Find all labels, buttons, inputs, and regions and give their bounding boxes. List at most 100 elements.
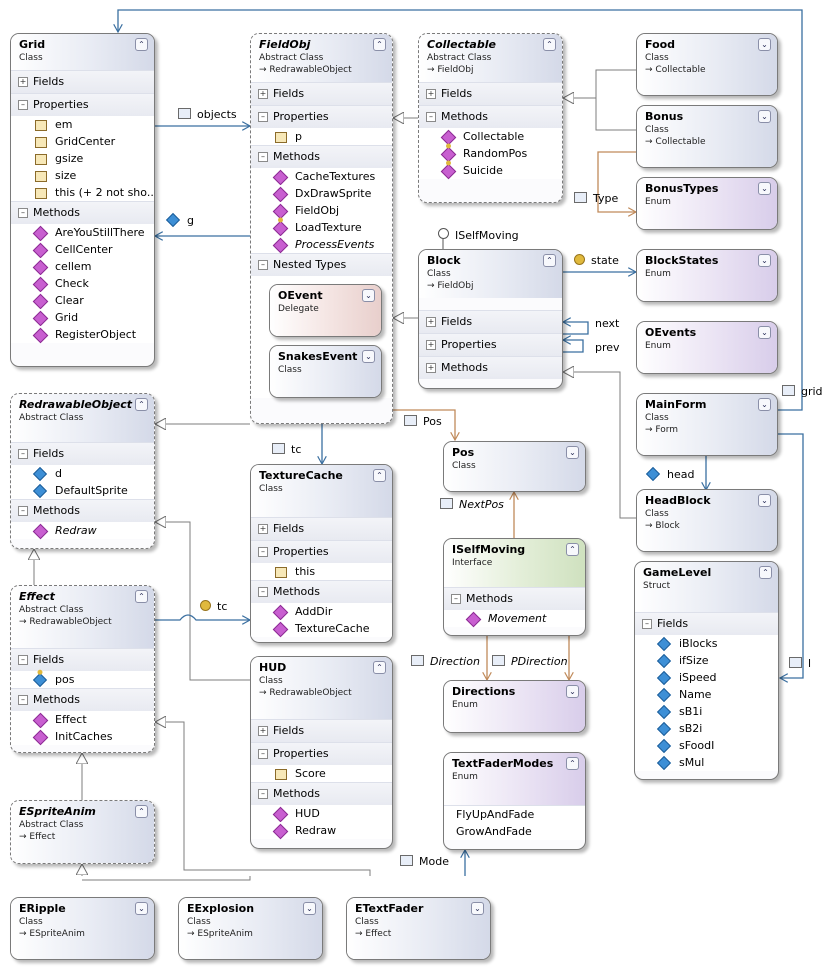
section-header[interactable]: –Fields [11, 649, 154, 671]
section-header[interactable]: –Fields [635, 613, 778, 635]
member-method[interactable]: Effect [11, 711, 154, 729]
enum-value[interactable]: FlyUpAndFade [444, 806, 585, 823]
collapse-icon[interactable]: ⌃ [135, 398, 148, 411]
type-header[interactable]: Directions Enum ⌄ [444, 681, 585, 732]
section-header[interactable]: –Methods [11, 500, 154, 522]
type-block[interactable]: Block Class → FieldObj ⌃ +Fields +Proper… [418, 249, 563, 389]
expand-icon[interactable]: ⌄ [471, 902, 484, 915]
expand-icon[interactable]: + [258, 726, 268, 736]
type-iselfmoving[interactable]: ISelfMoving Interface ⌃ –Methods Movemen… [443, 538, 586, 636]
type-header[interactable]: Block Class → FieldObj ⌃ [419, 250, 562, 298]
type-eexplosion[interactable]: EExplosion Class → ESpriteAnim ⌄ [178, 897, 323, 960]
member-field[interactable]: iSpeed [635, 669, 778, 686]
member-field[interactable]: d [11, 465, 154, 482]
type-header[interactable]: BlockStates Enum ⌄ [637, 250, 777, 301]
member-property[interactable]: Score [251, 765, 392, 782]
type-oevent[interactable]: OEvent Delegate ⌄ [269, 284, 382, 337]
member-method[interactable]: Check [11, 275, 154, 293]
collapse-section-icon[interactable]: – [258, 547, 268, 557]
type-header[interactable]: GameLevel Struct ⌃ [635, 562, 778, 612]
section-header[interactable]: +Properties [419, 334, 562, 356]
type-collectable[interactable]: Collectable Abstract Class → FieldObj ⌃ … [418, 33, 563, 203]
section-header[interactable]: +Fields [11, 71, 154, 93]
collapse-section-icon[interactable]: – [18, 655, 28, 665]
section-header[interactable]: –Properties [251, 743, 392, 765]
expand-icon[interactable]: ⌄ [758, 254, 771, 267]
type-header[interactable]: ETextFader Class → Effect ⌄ [347, 898, 490, 959]
expand-icon[interactable]: ⌄ [758, 326, 771, 339]
section-header[interactable]: –Methods [419, 106, 562, 128]
type-oevents[interactable]: OEvents Enum ⌄ [636, 321, 778, 374]
type-bonustypes[interactable]: BonusTypes Enum ⌄ [636, 177, 778, 230]
member-property[interactable]: p [251, 128, 392, 145]
type-header[interactable]: SnakesEvent Class ⌄ [270, 346, 381, 397]
section-header[interactable]: +Fields [251, 518, 392, 540]
type-header[interactable]: OEvent Delegate ⌄ [270, 285, 381, 336]
expand-icon[interactable]: ⌄ [758, 494, 771, 507]
type-header[interactable]: TextureCache Class ⌃ [251, 465, 392, 517]
member-method[interactable]: AddDir [251, 603, 392, 621]
member-property[interactable]: this [251, 563, 392, 580]
collapse-section-icon[interactable]: – [18, 695, 28, 705]
type-header[interactable]: TextFaderModes Enum ⌃ [444, 753, 585, 805]
member-property[interactable]: this (+ 2 not sho... [11, 184, 154, 201]
member-field[interactable]: DefaultSprite [11, 482, 154, 499]
enum-value[interactable]: GrowAndFade [444, 823, 585, 840]
collapse-section-icon[interactable]: – [258, 260, 268, 270]
collapse-section-icon[interactable]: – [18, 208, 28, 218]
member-method[interactable]: Redraw [251, 822, 392, 840]
member-method[interactable]: TextureCache [251, 620, 392, 638]
member-method[interactable]: Clear [11, 292, 154, 310]
collapse-section-icon[interactable]: – [426, 112, 436, 122]
expand-icon[interactable]: + [258, 524, 268, 534]
type-header[interactable]: HUD Class → RedrawableObject ⌃ [251, 657, 392, 719]
section-header[interactable]: –Methods [251, 146, 392, 168]
expand-icon[interactable]: ⌄ [135, 902, 148, 915]
type-header[interactable]: FieldObj Abstract Class → RedrawableObje… [251, 34, 392, 82]
type-header[interactable]: MainForm Class → Form ⌄ [637, 394, 777, 455]
type-bonus[interactable]: Bonus Class → Collectable ⌄ [636, 105, 778, 168]
section-header[interactable]: –Properties [251, 541, 392, 563]
section-header[interactable]: –Methods [11, 202, 154, 224]
section-header[interactable]: +Fields [419, 311, 562, 333]
type-pos[interactable]: Pos Class ⌄ [443, 441, 586, 492]
member-method[interactable]: LoadTexture [251, 219, 392, 237]
type-gamelevel[interactable]: GameLevel Struct ⌃ –Fields iBlocks ifSiz… [634, 561, 779, 780]
member-field[interactable]: pos [11, 671, 154, 688]
type-header[interactable]: ESpriteAnim Abstract Class → Effect ⌃ [11, 801, 154, 863]
type-eripple[interactable]: ERipple Class → ESpriteAnim ⌄ [10, 897, 155, 960]
collapse-icon[interactable]: ⌃ [566, 543, 579, 556]
member-field[interactable]: ifSize [635, 652, 778, 669]
type-effect[interactable]: Effect Abstract Class → RedrawableObject… [10, 585, 155, 753]
type-header[interactable]: OEvents Enum ⌄ [637, 322, 777, 373]
collapse-section-icon[interactable]: – [18, 100, 28, 110]
type-directions[interactable]: Directions Enum ⌄ [443, 680, 586, 733]
section-header[interactable]: +Methods [419, 357, 562, 379]
collapse-icon[interactable]: ⌃ [543, 38, 556, 51]
expand-icon[interactable]: ⌄ [758, 182, 771, 195]
type-header[interactable]: BonusTypes Enum ⌄ [637, 178, 777, 229]
collapse-icon[interactable]: ⌃ [373, 38, 386, 51]
member-method[interactable]: Suicide [419, 162, 562, 180]
expand-icon[interactable]: + [426, 340, 436, 350]
collapse-icon[interactable]: ⌃ [759, 566, 772, 579]
collapse-icon[interactable]: ⌃ [135, 38, 148, 51]
member-method[interactable]: CacheTextures [251, 168, 392, 186]
collapse-section-icon[interactable]: – [451, 594, 461, 604]
member-method[interactable]: InitCaches [11, 728, 154, 746]
expand-icon[interactable]: ⌄ [362, 350, 375, 363]
type-header[interactable]: ISelfMoving Interface ⌃ [444, 539, 585, 587]
type-espriteanim[interactable]: ESpriteAnim Abstract Class → Effect ⌃ [10, 800, 155, 864]
expand-icon[interactable]: ⌄ [758, 38, 771, 51]
type-hud[interactable]: HUD Class → RedrawableObject ⌃ +Fields –… [250, 656, 393, 849]
type-fieldobj[interactable]: FieldObj Abstract Class → RedrawableObje… [250, 33, 393, 424]
type-header[interactable]: Grid Class ⌃ [11, 34, 154, 70]
type-food[interactable]: Food Class → Collectable ⌄ [636, 33, 778, 96]
member-method[interactable]: HUD [251, 805, 392, 823]
section-header[interactable]: –Properties [11, 94, 154, 116]
expand-icon[interactable]: ⌄ [362, 289, 375, 302]
type-redrawableobject[interactable]: RedrawableObject Abstract Class ⌃ –Field… [10, 393, 155, 549]
section-header[interactable]: +Fields [251, 83, 392, 105]
collapse-icon[interactable]: ⌃ [543, 254, 556, 267]
type-header[interactable]: Effect Abstract Class → RedrawableObject… [11, 586, 154, 648]
